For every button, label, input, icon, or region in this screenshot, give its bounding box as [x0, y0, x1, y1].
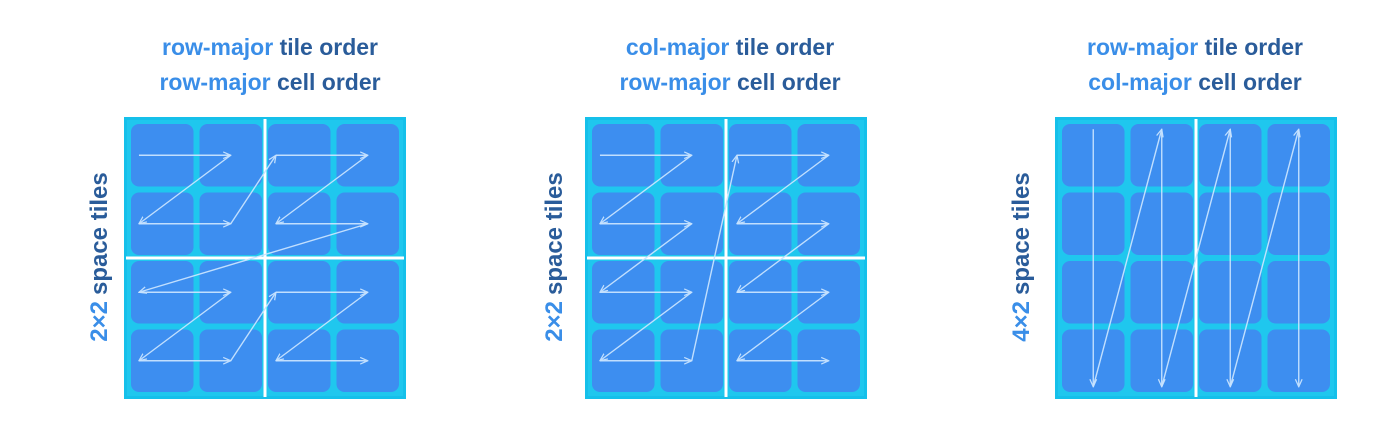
- path-arrow: [139, 154, 232, 224]
- tiles-count: 2×2: [86, 301, 113, 342]
- path-arrow: [1092, 129, 1162, 387]
- tiles-label: space tiles: [86, 172, 113, 296]
- tile-order-line: col-major tile order: [550, 30, 910, 65]
- cell-order-label: cell order: [277, 69, 381, 95]
- cell-order-label: cell order: [737, 69, 841, 95]
- tiles-count: 2×2: [541, 301, 568, 342]
- tile-order-line: row-major tile order: [1015, 30, 1375, 65]
- path-arrow: [276, 291, 369, 361]
- tile-order-label: tile order: [279, 34, 378, 60]
- tile-order-label: tile order: [1204, 34, 1303, 60]
- panel-3-tiles-label: 4×2 space tiles: [1005, 127, 1039, 387]
- tile-order-line: row-major tile order: [90, 30, 450, 65]
- path-arrow: [276, 154, 369, 224]
- path-arrow: [600, 154, 693, 224]
- path-arrow: [1161, 129, 1231, 387]
- tile-order-mode: row-major: [1087, 34, 1199, 60]
- tile-order-mode: col-major: [625, 34, 730, 60]
- path-arrow: [230, 155, 276, 225]
- cell-order-line: col-major cell order: [1015, 65, 1375, 100]
- tiles-count: 4×2: [1008, 301, 1035, 342]
- path-arrow: [1229, 129, 1299, 387]
- panel-2-title: col-major tile order row-major cell orde…: [550, 30, 910, 100]
- tiles-label: space tiles: [541, 172, 568, 296]
- path-arrow: [737, 223, 830, 293]
- cell-order-label: cell order: [1198, 69, 1302, 95]
- panel-3-grid: [1055, 117, 1337, 399]
- cell-order-mode: row-major: [619, 69, 731, 95]
- cell-order-mode: row-major: [159, 69, 271, 95]
- path-arrow: [139, 223, 368, 293]
- cell-order-line: row-major cell order: [90, 65, 450, 100]
- panel-1-grid: [124, 117, 406, 399]
- path-arrow: [691, 155, 737, 361]
- panel-3-title: row-major tile order col-major cell orde…: [1015, 30, 1375, 100]
- tile-order-mode: row-major: [162, 34, 274, 60]
- cell-order-mode: col-major: [1088, 69, 1192, 95]
- tiles-label: space tiles: [1008, 172, 1035, 296]
- path-arrow: [600, 223, 693, 293]
- path-arrow: [737, 291, 830, 361]
- path-arrow: [737, 154, 830, 224]
- tile-order-label: tile order: [735, 34, 835, 60]
- panel-1-title: row-major tile order row-major cell orde…: [90, 30, 450, 100]
- panel-2-grid: [585, 117, 867, 399]
- path-arrow: [139, 291, 232, 361]
- cell-order-line: row-major cell order: [550, 65, 910, 100]
- path-arrow: [600, 291, 693, 361]
- path-arrow: [230, 292, 276, 362]
- panel-2-tiles-label: 2×2 space tiles: [538, 127, 572, 387]
- panel-1-tiles-label: 2×2 space tiles: [83, 127, 117, 387]
